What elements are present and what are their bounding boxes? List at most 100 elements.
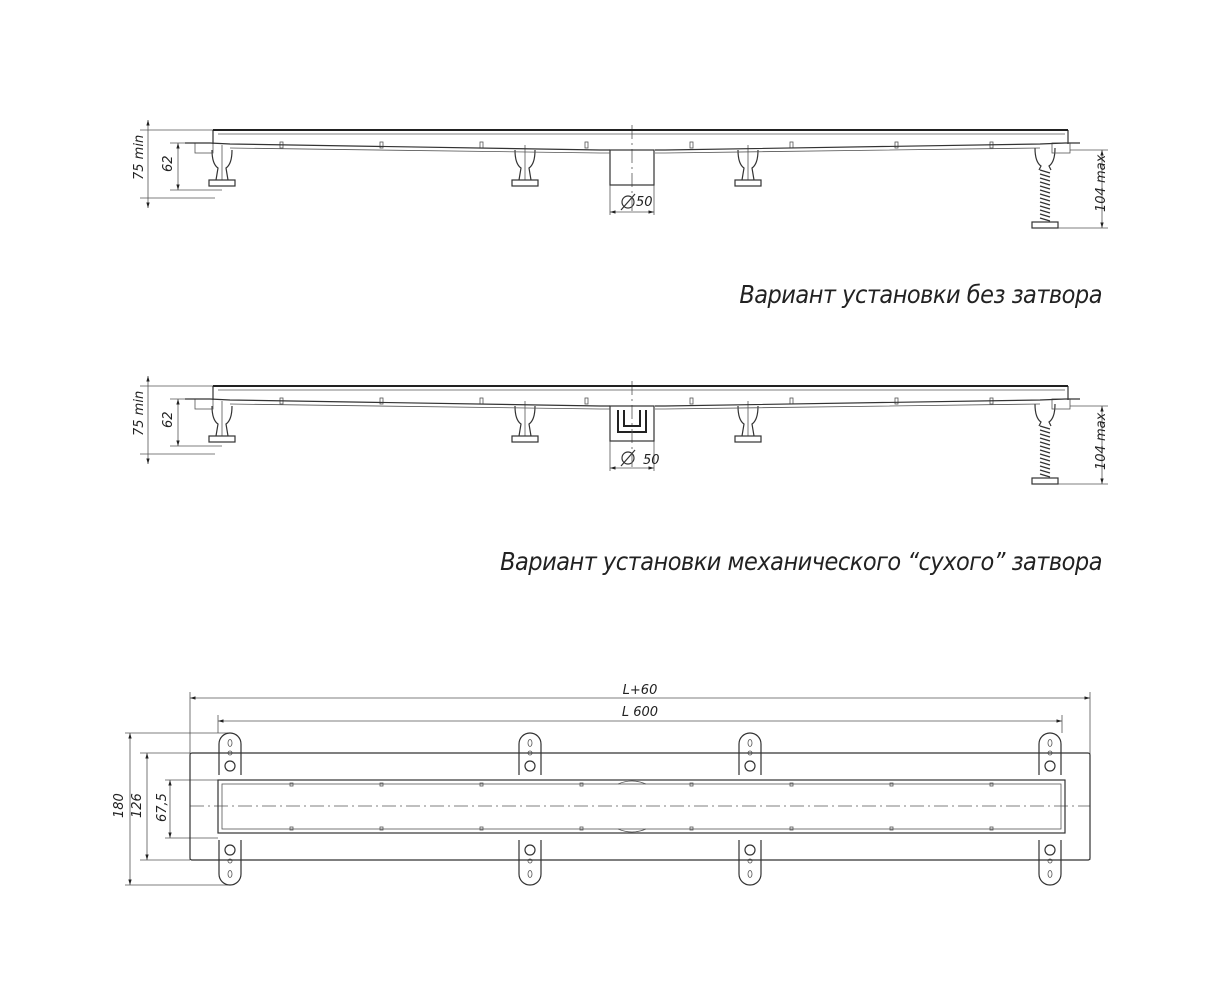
- mounting-tab: [518, 840, 542, 886]
- hole: [1047, 858, 1053, 864]
- slot-hole: [747, 870, 753, 878]
- support-foot: [734, 435, 762, 443]
- caption-dry-trap: Вариант установки механического “сухого”…: [500, 547, 1102, 576]
- support-leg: [514, 405, 536, 437]
- diameter-symbol: [621, 195, 635, 209]
- dim-grate-length: L 600: [622, 705, 658, 720]
- mounting-tab: [1038, 732, 1062, 775]
- channel-body: [655, 142, 1080, 151]
- threaded-rod: [1039, 193, 1051, 198]
- rib: [789, 397, 794, 405]
- screw-icon: [224, 844, 236, 856]
- support-foot: [511, 179, 539, 187]
- support-leg: [737, 149, 759, 181]
- screw-icon: [744, 760, 756, 772]
- rib: [689, 141, 694, 149]
- grate-clip: [989, 826, 994, 831]
- threaded-rod: [1039, 469, 1051, 474]
- threaded-rod: [1039, 433, 1051, 438]
- plan-view: L+60 L 600 180 126 67,5: [112, 683, 1091, 886]
- threaded-rod: [1039, 217, 1051, 222]
- support-foot: [208, 435, 236, 443]
- support-leg: [737, 405, 759, 437]
- grate-clip: [379, 826, 384, 831]
- rib: [894, 397, 899, 405]
- slot-hole: [1047, 739, 1053, 747]
- dim-outlet-diameter: 50: [636, 195, 653, 210]
- threaded-rod: [1039, 177, 1051, 182]
- screw-icon: [224, 760, 236, 772]
- rib: [379, 397, 384, 405]
- threaded-rod: [1039, 201, 1051, 206]
- outlet-pipe: [609, 405, 655, 442]
- diameter-symbol: [621, 451, 635, 465]
- grate-clip: [689, 782, 694, 787]
- screw-icon: [1044, 844, 1056, 856]
- grate-clip: [989, 782, 994, 787]
- threaded-rod: [1039, 185, 1051, 190]
- dim-body-height: 62: [161, 411, 176, 428]
- channel-body: [185, 142, 610, 151]
- side-flange: [194, 142, 214, 154]
- support-leg: [1034, 147, 1056, 171]
- support-foot: [511, 435, 539, 443]
- screw-icon: [1044, 760, 1056, 772]
- threaded-rod: [1039, 213, 1051, 218]
- threaded-rod: [1039, 189, 1051, 194]
- grate-outline: [221, 783, 1062, 830]
- dim-overall-length: L+60: [623, 683, 658, 698]
- threaded-rod: [1039, 205, 1051, 210]
- threaded-rod: [1039, 441, 1051, 446]
- grate-clip: [379, 782, 384, 787]
- caption-no-trap: Вариант установки без затвора: [739, 280, 1102, 309]
- grate-clip: [289, 782, 294, 787]
- diameter-symbol: [620, 449, 636, 467]
- support-foot: [734, 179, 762, 187]
- slot-hole: [527, 870, 533, 878]
- mounting-tab: [218, 732, 242, 775]
- diameter-symbol: [620, 193, 636, 211]
- threaded-rod: [1039, 465, 1051, 470]
- rib: [789, 141, 794, 149]
- dim-flange-width: 126: [130, 793, 145, 818]
- channel-floor: [655, 403, 1041, 410]
- threaded-rod: [1039, 445, 1051, 450]
- side-flange: [194, 398, 214, 410]
- hole: [227, 858, 233, 864]
- channel-floor: [655, 147, 1041, 154]
- grate-clip: [579, 826, 584, 831]
- grate-clip: [479, 826, 484, 831]
- section-view-dry-trap: 75 min 62 50 104 max Вариант установки м…: [132, 376, 1109, 576]
- threaded-rod: [1039, 461, 1051, 466]
- grate-clip: [889, 782, 894, 787]
- grate-clip: [579, 782, 584, 787]
- dim-outlet-diameter: 50: [643, 453, 660, 468]
- dim-max-height: 104 max: [1094, 412, 1109, 470]
- support-leg: [1034, 403, 1056, 427]
- dim-total-height: 75 min: [132, 391, 147, 436]
- channel-body: [185, 398, 610, 407]
- grate-clip: [889, 826, 894, 831]
- flange-outline: [189, 752, 1091, 861]
- dim-overall-width: 180: [112, 793, 127, 818]
- channel-floor: [229, 147, 610, 154]
- dim-max-height: 104 max: [1094, 154, 1109, 212]
- dim-channel-width: 67,5: [155, 793, 170, 822]
- mounting-tab: [1038, 840, 1062, 886]
- slot-hole: [1047, 870, 1053, 878]
- rib: [379, 141, 384, 149]
- threaded-rod: [1039, 429, 1051, 434]
- grate-clip: [479, 782, 484, 787]
- hole: [747, 858, 753, 864]
- slot-hole: [747, 739, 753, 747]
- screw-icon: [744, 844, 756, 856]
- mounting-tab: [738, 840, 762, 886]
- threaded-rod: [1039, 449, 1051, 454]
- screw-icon: [524, 760, 536, 772]
- grate-clip: [689, 826, 694, 831]
- grate-clip: [789, 826, 794, 831]
- threaded-rod: [1039, 181, 1051, 186]
- support-foot: [208, 179, 236, 187]
- threaded-rod: [1039, 453, 1051, 458]
